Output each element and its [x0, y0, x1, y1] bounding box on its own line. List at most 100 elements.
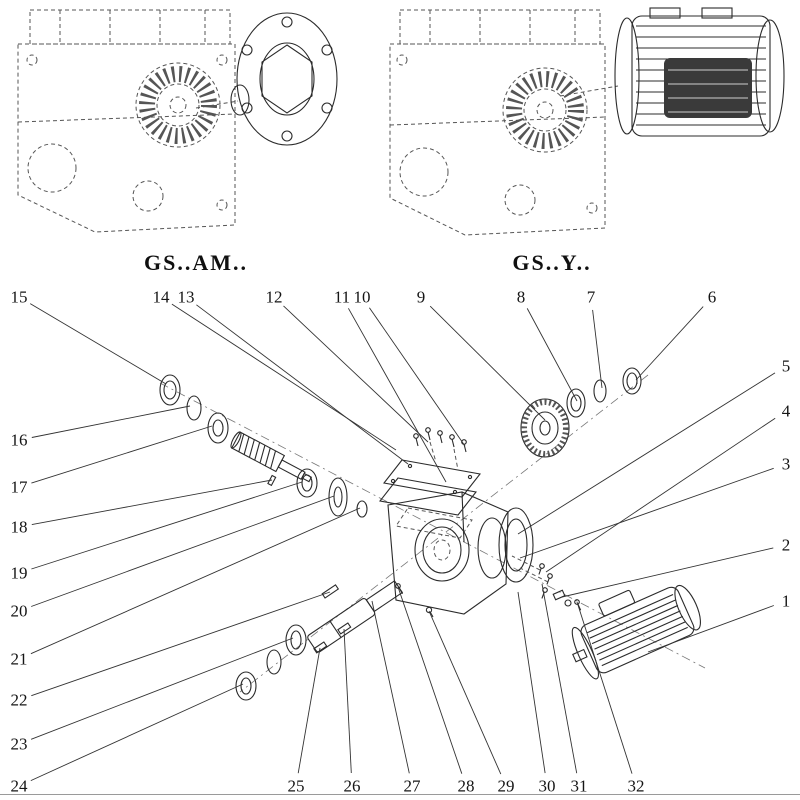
- callout-number-4: 4: [781, 401, 791, 421]
- leader-line-20: [31, 495, 335, 607]
- bottom-rule: [0, 794, 800, 795]
- callout-number-8: 8: [516, 287, 526, 307]
- retaining-ring: [186, 395, 202, 421]
- leader-line-27: [371, 600, 410, 774]
- output-bearing: [285, 624, 307, 656]
- worm-gear: [520, 398, 570, 458]
- output-shaft: [307, 580, 404, 653]
- leader-line-29: [428, 610, 502, 775]
- shaft-pin-lower: [337, 622, 352, 635]
- callout-number-6: 6: [707, 287, 717, 307]
- leader-line-10: [369, 307, 466, 447]
- slinger-disc: [328, 477, 348, 517]
- drawing-gs-am-variant: [17, 9, 338, 233]
- cover-screws: [413, 427, 467, 471]
- callout-number-24: 24: [10, 776, 28, 796]
- inner-bearing: [296, 468, 318, 498]
- leader-lines: [29, 303, 776, 782]
- leader-line-17: [31, 425, 213, 484]
- callout-number-9: 9: [416, 287, 426, 307]
- leader-line-24: [30, 683, 244, 782]
- callout-number-15: 15: [10, 287, 28, 307]
- callout-number-27: 27: [403, 776, 421, 796]
- leader-line-28: [397, 586, 463, 774]
- leader-line-23: [30, 637, 294, 740]
- leader-line-13: [196, 304, 409, 465]
- leader-line-11: [348, 308, 447, 483]
- callout-number-28: 28: [457, 776, 475, 796]
- leader-line-14: [171, 303, 397, 451]
- mounting-flange-ring: [498, 507, 534, 583]
- leader-line-7: [592, 309, 603, 389]
- callout-number-18: 18: [10, 517, 28, 537]
- callout-number-23: 23: [10, 734, 28, 754]
- callout-number-22: 22: [10, 690, 28, 710]
- cover-gasket: [379, 477, 477, 516]
- output-circlip: [266, 649, 282, 675]
- gear-housing: [387, 491, 509, 615]
- leader-line-15: [29, 303, 167, 385]
- leader-line-1: [647, 605, 774, 653]
- callout-number-13: 13: [177, 287, 195, 307]
- leader-line-9: [429, 305, 546, 421]
- model-label-gs-y: GS..Y..: [512, 250, 592, 275]
- callout-number-30: 30: [538, 776, 556, 796]
- callout-number-10: 10: [353, 287, 371, 307]
- leader-line-3: [519, 467, 774, 559]
- housing-plug: [425, 606, 434, 618]
- leader-line-30: [517, 591, 546, 774]
- leader-line-4: [545, 417, 776, 573]
- leader-line-2: [561, 547, 774, 598]
- callout-number-29: 29: [497, 776, 515, 796]
- leader-line-22: [31, 591, 331, 697]
- callout-number-2: 2: [781, 535, 791, 555]
- callout-number-20: 20: [10, 601, 28, 621]
- leader-line-25: [297, 647, 321, 774]
- callout-number-17: 17: [10, 477, 28, 497]
- exploded-view: [159, 367, 706, 701]
- input-bearing: [207, 412, 229, 444]
- callout-number-7: 7: [586, 287, 596, 307]
- leader-line-8: [526, 308, 578, 402]
- shaft-pin: [267, 474, 277, 487]
- output-flange-drawing: [230, 12, 338, 146]
- leader-line-26: [343, 628, 352, 774]
- callout-number-25: 25: [287, 776, 305, 796]
- callout-number-16: 16: [10, 430, 28, 450]
- callout-number-11: 11: [333, 287, 351, 307]
- worm-shaft: [230, 431, 313, 483]
- leader-line-5: [517, 372, 776, 535]
- model-label-gs-am: GS..AM..: [144, 250, 248, 275]
- callout-number-31: 31: [570, 776, 588, 796]
- callout-number-5: 5: [781, 356, 791, 376]
- leader-line-32: [576, 601, 633, 774]
- leader-line-6: [635, 306, 704, 381]
- leader-line-19: [31, 481, 303, 570]
- callout-number-3: 3: [781, 454, 791, 474]
- callout-number-21: 21: [10, 649, 28, 669]
- gear-circlip: [593, 379, 607, 403]
- motor-drawing: [614, 7, 785, 137]
- output-washer: [235, 671, 257, 701]
- motor: [571, 584, 701, 680]
- housing-screw: [395, 583, 403, 595]
- leader-line-31: [541, 583, 578, 774]
- shaft-key: [321, 584, 340, 599]
- leader-line-12: [283, 305, 429, 443]
- leader-line-18: [31, 479, 273, 526]
- callout-number-32: 32: [627, 776, 645, 796]
- leader-line-21: [30, 507, 361, 655]
- drawing-gs-y-variant: [389, 7, 785, 236]
- gear-bearing: [566, 388, 586, 418]
- callout-number-26: 26: [343, 776, 361, 796]
- input-axis-line: [159, 382, 706, 669]
- callout-number-12: 12: [265, 287, 283, 307]
- callout-number-19: 19: [10, 563, 28, 583]
- oil-seal: [159, 374, 181, 406]
- leader-line-16: [31, 405, 191, 438]
- shaft-key-lower: [313, 641, 328, 654]
- shim-ring: [622, 367, 642, 395]
- callout-number-14: 14: [152, 287, 170, 307]
